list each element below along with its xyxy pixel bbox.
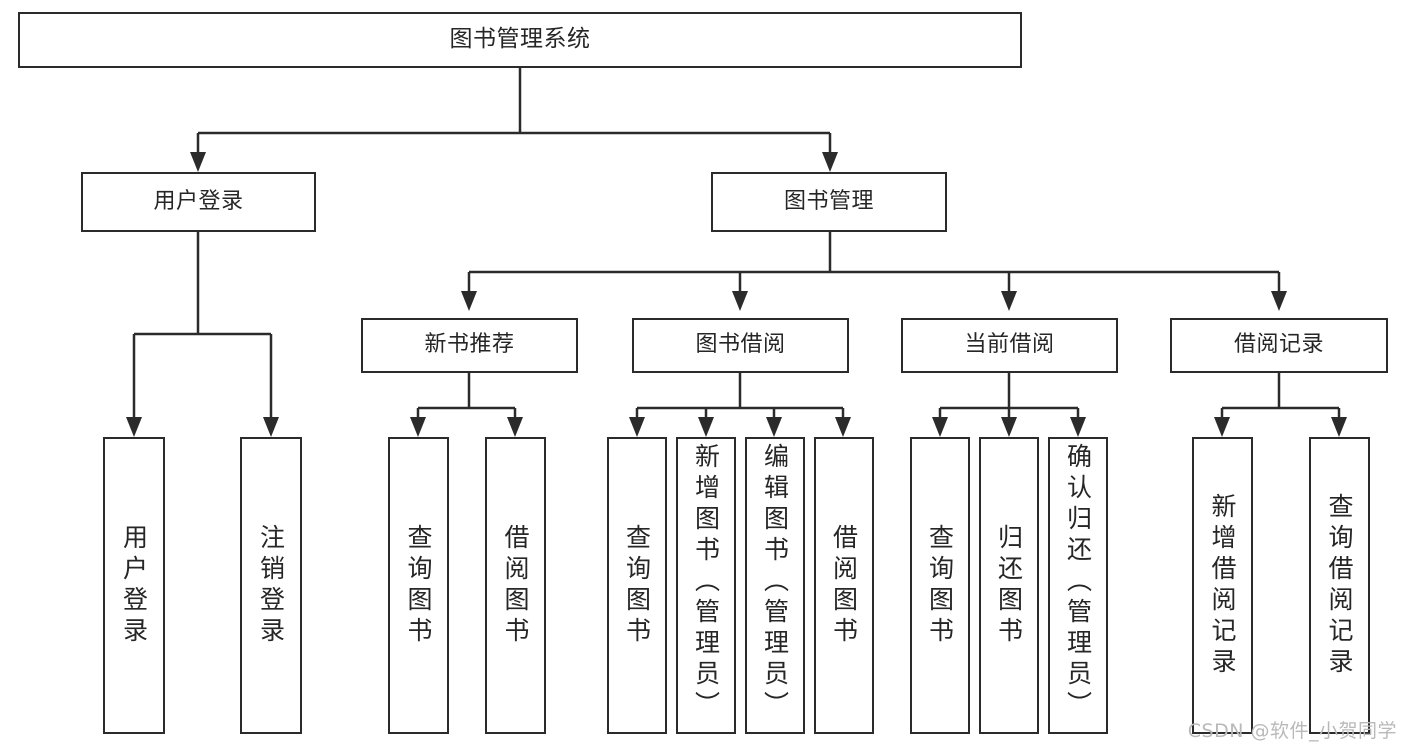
leaf-add-borrow-record[interactable]: 新增借阅记录 [1192,437,1253,734]
leaf-query-book-1-label: 查询图书 [404,523,433,648]
arrow-nb-leaf1 [410,417,426,437]
leaf-logout-login-label: 注销登录 [256,523,286,648]
node-borrow-record[interactable]: 借阅记录 [1170,318,1388,373]
leaf-edit-book-admin[interactable]: 编辑图书（管理员） [745,437,805,734]
arrow-to-user-login [190,152,206,172]
leaf-edit-book-admin-label: 编辑图书（管理员） [760,443,790,722]
node-book-manage[interactable]: 图书管理 [711,172,947,232]
leaf-add-borrow-record-label: 新增借阅记录 [1208,492,1237,679]
arrow-nb-leaf2 [507,417,523,437]
watermark: CSDN @软件_小贺同学 [1187,720,1397,742]
node-borrow-record-label: 借阅记录 [1233,332,1324,358]
leaf-query-book-3[interactable]: 查询图书 [910,437,970,734]
arrow-bm-to-currentborrow [1001,291,1017,311]
node-user-login-label: 用户登录 [153,188,244,214]
node-book-borrow-label: 图书借阅 [695,332,786,358]
arrow-to-book-manage [822,152,838,172]
arrow-br-leaf2 [1331,417,1347,437]
leaf-add-book-admin-label: 新增图书（管理员） [691,443,721,722]
leaf-query-book-3-label: 查询图书 [925,523,955,648]
leaf-query-borrow-record-label: 查询借阅记录 [1325,492,1354,679]
node-root[interactable]: 图书管理系统 [18,12,1022,68]
leaf-return-book[interactable]: 归还图书 [979,437,1039,734]
leaf-query-borrow-record[interactable]: 查询借阅记录 [1309,437,1370,734]
leaf-borrow-book-1[interactable]: 借阅图书 [485,437,546,734]
node-root-label: 图书管理系统 [449,26,591,53]
leaf-borrow-book-2-label: 借阅图书 [829,523,859,648]
arrow-bb-leaf3 [766,417,782,437]
arrow-br-leaf1 [1214,417,1230,437]
node-current-borrow[interactable]: 当前借阅 [901,318,1118,373]
arrow-bb-leaf2 [698,417,714,437]
leaf-query-book-2-label: 查询图书 [622,523,652,648]
arrow-bm-to-newbook [461,291,477,311]
leaf-borrow-book-1-label: 借阅图书 [501,523,530,648]
leaf-confirm-return-admin-label: 确认归还（管理员） [1063,443,1093,722]
leaf-user-login[interactable]: 用户登录 [103,437,165,734]
node-user-login[interactable]: 用户登录 [81,172,316,232]
arrow-bb-leaf1 [629,417,645,437]
leaf-logout-login[interactable]: 注销登录 [240,437,302,734]
arrow-bb-leaf4 [835,417,851,437]
arrow-cb-leaf3 [1070,417,1086,437]
node-new-book-recommend-label: 新书推荐 [424,332,515,358]
arrow-cb-leaf1 [932,417,948,437]
leaf-user-login-label: 用户登录 [119,523,149,648]
arrow-ul-leaf2 [263,417,279,437]
node-current-borrow-label: 当前借阅 [964,332,1055,358]
arrow-cb-leaf2 [1001,417,1017,437]
node-book-manage-label: 图书管理 [783,188,874,214]
node-new-book-recommend[interactable]: 新书推荐 [361,318,578,373]
leaf-return-book-label: 归还图书 [994,523,1024,648]
leaf-query-book-1[interactable]: 查询图书 [388,437,449,734]
arrow-bm-to-borrowrecord [1271,291,1287,311]
arrow-ul-leaf1 [126,417,142,437]
leaf-query-book-2[interactable]: 查询图书 [607,437,667,734]
arrow-bm-to-bookborrow [732,291,748,311]
node-book-borrow[interactable]: 图书借阅 [632,318,849,373]
leaf-add-book-admin[interactable]: 新增图书（管理员） [676,437,736,734]
leaf-borrow-book-2[interactable]: 借阅图书 [814,437,874,734]
leaf-confirm-return-admin[interactable]: 确认归还（管理员） [1048,437,1108,734]
